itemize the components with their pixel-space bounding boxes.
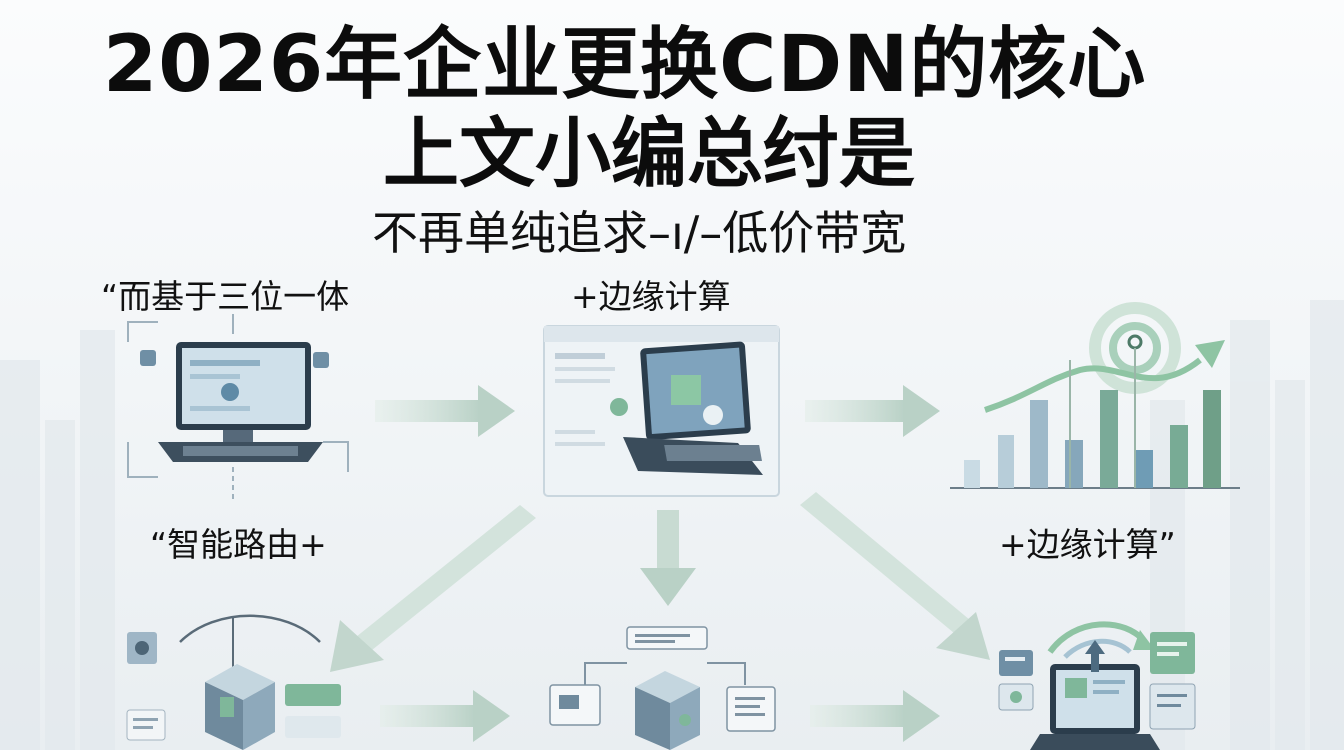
- title-line-2: 上文小编总纣是: [383, 109, 915, 198]
- label-middle-left: “智能路由+: [150, 525, 327, 564]
- arrow-top-left: [375, 385, 515, 437]
- cube-network-icon: [126, 614, 341, 750]
- growth-bar-chart-icon: [950, 302, 1240, 489]
- arrow-down-center: [640, 510, 696, 606]
- arrow-bottom-left: [380, 690, 510, 742]
- arrow-top-right: [805, 385, 940, 437]
- title-line-1: 2026年企业更换CDN的核心: [103, 20, 1147, 110]
- laptop-window-icon: [543, 325, 780, 497]
- arrow-bottom-right: [810, 690, 940, 742]
- arrow-diagonal-left: [330, 505, 536, 672]
- laptop-monitor-icon: [127, 314, 349, 502]
- arrow-diagonal-right: [800, 492, 990, 660]
- cube-nodes-icon: [549, 626, 776, 750]
- label-top-left: “而基于三位一体: [101, 277, 350, 316]
- label-top-center: +边缘计算: [571, 277, 731, 316]
- laptop-dashboard-icon: [998, 621, 1196, 750]
- subtitle: 不再单纯追求–ı/–低价带宽: [372, 206, 907, 260]
- label-middle-right: +边缘计算”: [999, 525, 1176, 564]
